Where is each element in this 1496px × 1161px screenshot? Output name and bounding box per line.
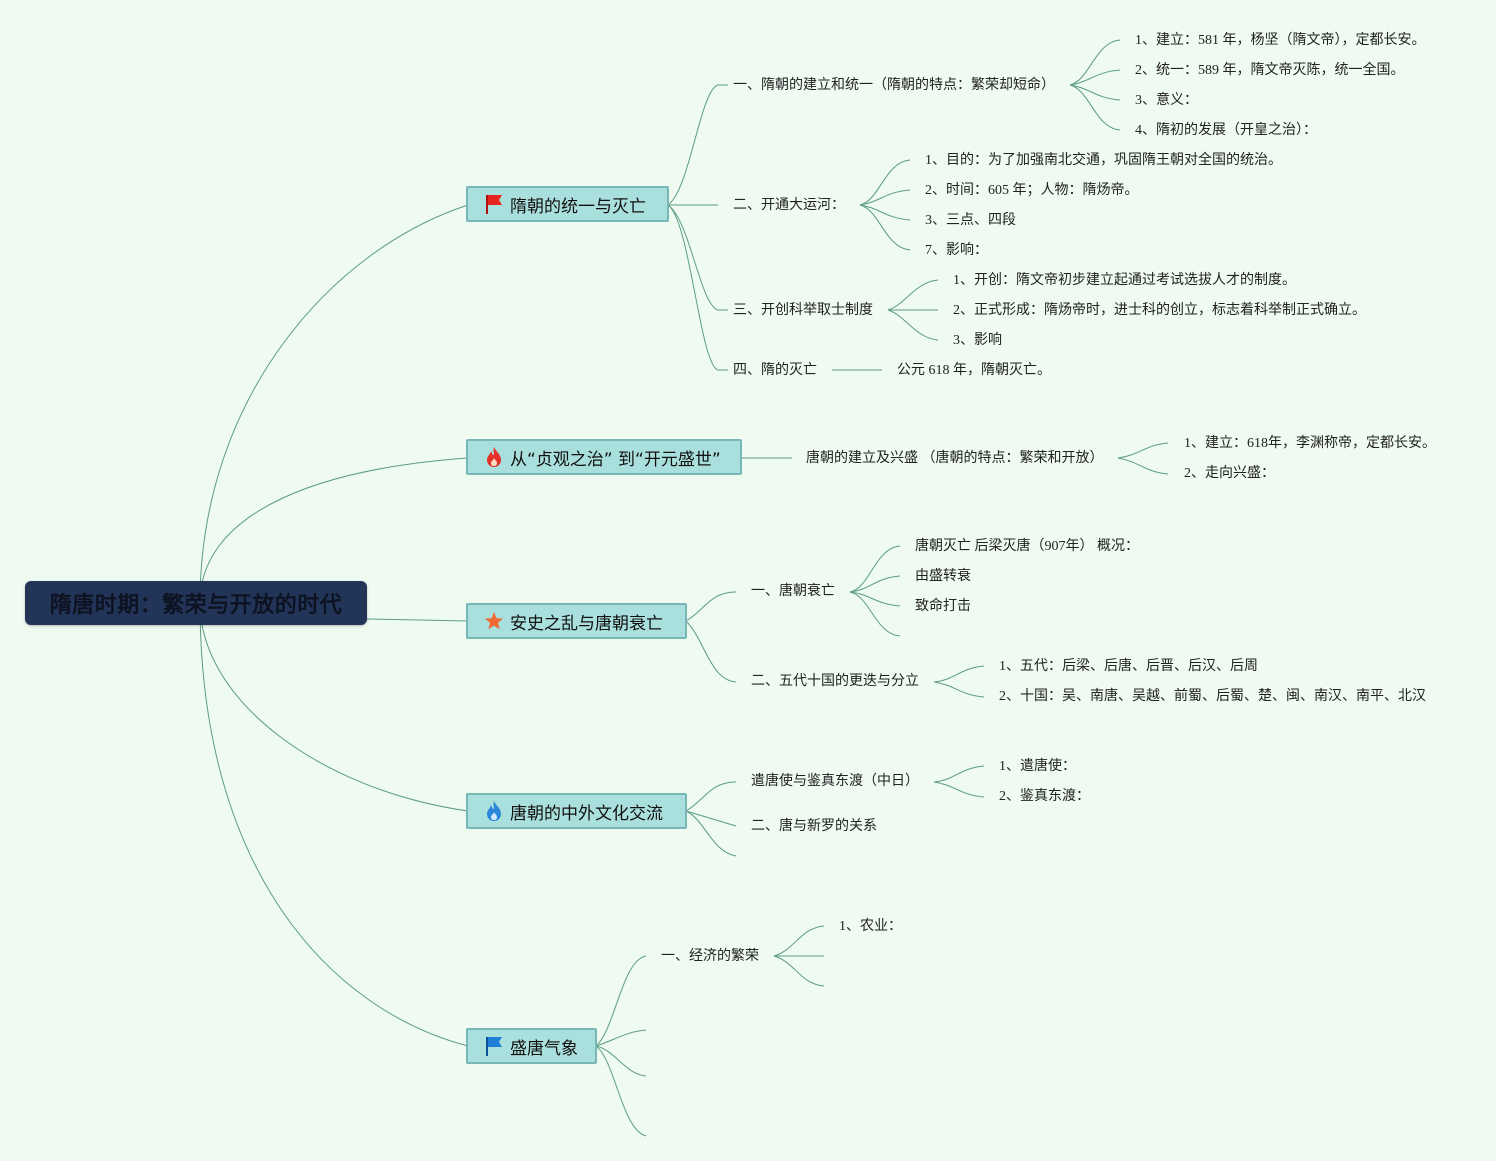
- leaf-sui-fall-1[interactable]: 公元 618 年，隋朝灭亡。: [897, 363, 1051, 378]
- subtopic-tang-decline[interactable]: 一、唐朝衰亡: [751, 584, 835, 599]
- leaf-envoys[interactable]: 1、遣唐使：: [999, 759, 1076, 774]
- leaf-decline-3[interactable]: 致命打击: [915, 599, 971, 614]
- subtopic-sui-fall[interactable]: 四、隋的灭亡: [733, 363, 817, 378]
- leaf-exam-2[interactable]: 2、正式形成：隋炀帝时，进士科的创立，标志着科举制正式确立。: [953, 303, 1366, 318]
- root-topic[interactable]: 隋唐时期：繁荣与开放的时代: [25, 581, 367, 625]
- leaf-sui-founding-2[interactable]: 2、统一：589 年，隋文帝灭陈，统一全国。: [1135, 63, 1405, 78]
- leaf-canal-2[interactable]: 2、时间：605 年；人物：隋炀帝。: [925, 183, 1139, 198]
- root-title: 隋唐时期：繁荣与开放的时代: [49, 593, 343, 618]
- subtopic-tang-founding[interactable]: 唐朝的建立及兴盛 （唐朝的特点：繁荣和开放）: [806, 451, 1104, 466]
- connector-anshi-s2: [685, 620, 737, 683]
- connector-culture-s1: [685, 781, 737, 812]
- subtopic-sui-founding[interactable]: 一、隋朝的建立和统一（隋朝的特点：繁荣却短命）: [733, 78, 1055, 93]
- topic-zhenguan-kaiyuan[interactable]: 从“贞观之治” 到“开元盛世”: [466, 439, 742, 475]
- topic-label: 盛唐气象: [510, 1038, 578, 1059]
- topic-label: 从“贞观之治” 到“开元盛世”: [510, 449, 721, 470]
- leaf-sui-founding-4[interactable]: 4、隋初的发展（开皇之治）：: [1135, 123, 1317, 138]
- connector-shengtang-s1: [595, 955, 647, 1047]
- subtopic-silla-relations[interactable]: 二、唐与新罗的关系: [751, 819, 877, 834]
- connector-root-topic-1: [199, 204, 469, 604]
- subtopic-imperial-exam[interactable]: 三、开创科举取士制度: [733, 303, 873, 318]
- topic-anshi-rebellion[interactable]: 安史之乱与唐朝衰亡: [466, 603, 687, 639]
- topic-label: 唐朝的中外文化交流: [510, 803, 663, 824]
- connector-root-topic-5: [199, 602, 469, 1047]
- topic-label: 隋朝的统一与灭亡: [510, 196, 646, 217]
- orange-star-icon: [484, 610, 504, 632]
- red-fire-icon: [484, 446, 504, 468]
- connector-culture-s2: [685, 810, 737, 827]
- leaf-canal-3[interactable]: 3、三点、四段: [925, 213, 1016, 228]
- leaf-ten-kingdoms[interactable]: 2、十国：吴、南唐、吴越、前蜀、后蜀、楚、闽、南汉、南平、北汉: [999, 689, 1426, 704]
- topic-sui-unification[interactable]: 隋朝的统一与灭亡: [466, 186, 669, 222]
- red-flag-icon: [484, 193, 504, 215]
- topic-label: 安史之乱与唐朝衰亡: [510, 613, 663, 634]
- connector-root-topic-4: [199, 602, 469, 812]
- subtopic-japan-exchange[interactable]: 遣唐使与鉴真东渡（中日）: [751, 774, 919, 789]
- topic-shengtang[interactable]: 盛唐气象: [466, 1028, 597, 1064]
- blue-flag-icon: [484, 1035, 504, 1057]
- connector-anshi-s1: [685, 591, 737, 622]
- connector-sui-s4: [667, 204, 728, 371]
- leaf-jianzhen[interactable]: 2、鉴真东渡：: [999, 789, 1090, 804]
- leaf-exam-3[interactable]: 3、影响: [953, 333, 1002, 348]
- subtopic-five-dynasties[interactable]: 二、五代十国的更迭与分立: [751, 674, 919, 689]
- leaf-tang-1[interactable]: 1、建立：618年，李渊称帝，定都长安。: [1184, 436, 1436, 451]
- leaf-sui-founding-1[interactable]: 1、建立：581 年，杨坚（隋文帝），定都长安。: [1135, 33, 1426, 48]
- leaf-tang-2[interactable]: 2、走向兴盛：: [1184, 466, 1275, 481]
- connector-sui-s1: [667, 84, 728, 206]
- leaf-agriculture[interactable]: 1、农业：: [839, 919, 902, 934]
- leaf-decline-2[interactable]: 由盛转衰: [915, 569, 971, 584]
- subtopic-grand-canal[interactable]: 二、开通大运河：: [733, 198, 845, 213]
- subtopic-economy[interactable]: 一、经济的繁荣: [661, 949, 759, 964]
- leaf-decline-1[interactable]: 唐朝灭亡 后梁灭唐（907年） 概况：: [915, 539, 1139, 554]
- topic-cultural-exchange[interactable]: 唐朝的中外文化交流: [466, 793, 687, 829]
- leaf-canal-1[interactable]: 1、目的：为了加强南北交通，巩固隋王朝对全国的统治。: [925, 153, 1282, 168]
- connector-root-topic-2: [199, 457, 469, 604]
- blue-fire-icon: [484, 800, 504, 822]
- leaf-sui-founding-3[interactable]: 3、意义：: [1135, 93, 1198, 108]
- connector-root-topic-3: [366, 618, 469, 622]
- leaf-five-dynasties[interactable]: 1、五代：后梁、后唐、后晋、后汉、后周: [999, 659, 1258, 674]
- connector-sui-s3: [667, 204, 728, 311]
- leaf-canal-4[interactable]: 7、影响：: [925, 243, 988, 258]
- leaf-exam-1[interactable]: 1、开创：隋文帝初步建立起通过考试选拔人才的制度。: [953, 273, 1296, 288]
